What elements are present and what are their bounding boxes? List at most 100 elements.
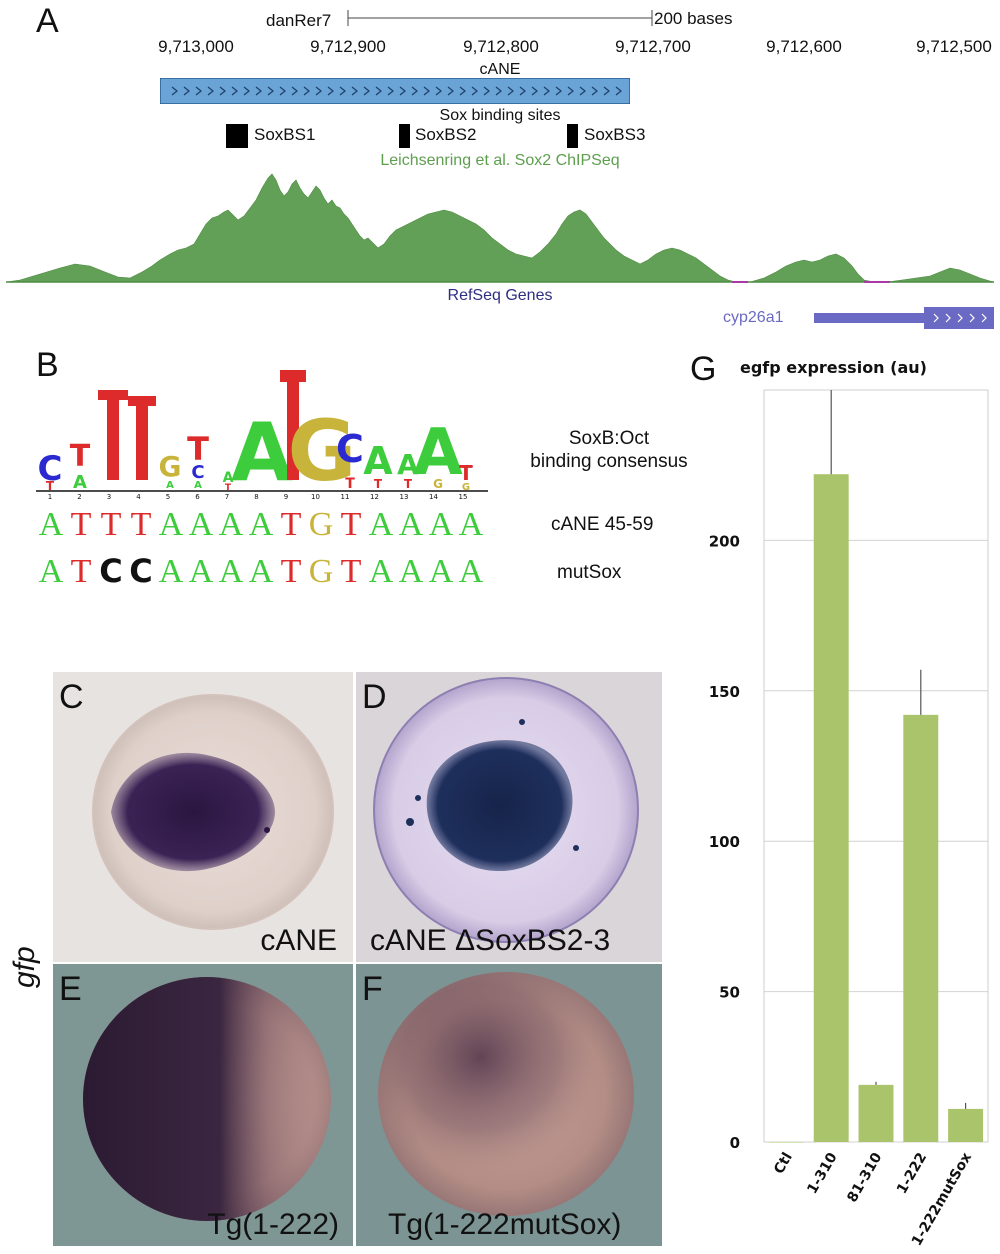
sequence-logo: C T T A G A T C A A T A G C T A T A T	[36, 370, 488, 500]
svg-text:T: T	[46, 479, 55, 493]
sequence-base: A	[38, 506, 64, 543]
sequence-base: A	[428, 553, 454, 590]
sequence-base: C	[129, 552, 153, 590]
sequence-base: A	[428, 506, 454, 543]
logo-position-label: 11	[341, 493, 350, 500]
consensus-label-line1: SoxB:Oct	[568, 428, 650, 449]
sequence-base: T	[130, 506, 152, 543]
svg-text:G: G	[462, 482, 470, 493]
photo-panel-f: Tg(1-222mutSox) F	[356, 964, 662, 1246]
coordinate-label: 9,712,800	[463, 37, 539, 56]
svg-text:A: A	[73, 472, 87, 493]
sox-track-title: Sox binding sites	[439, 107, 561, 124]
sequence-base: T	[70, 506, 92, 543]
bar	[948, 1108, 984, 1142]
x-tick-label: 81-310	[844, 1150, 885, 1205]
sequence-base: G	[308, 553, 334, 590]
sequence-base: A	[398, 506, 424, 543]
panel-letter-b: B	[36, 346, 59, 384]
logo-position-label: 5	[166, 493, 170, 500]
sequence-base: G	[308, 506, 334, 543]
sequence-base: T	[70, 553, 92, 590]
panel-letter-e: E	[59, 970, 82, 1008]
logo-position-label: 14	[429, 493, 438, 500]
sequence-base: A	[188, 553, 214, 590]
bar	[858, 1084, 894, 1142]
caption-f: Tg(1-222mutSox)	[388, 1208, 622, 1241]
svg-text:G: G	[159, 450, 182, 483]
cane-label: cANE	[479, 61, 521, 78]
sequence-base: A	[368, 506, 394, 543]
sequence-base: A	[368, 553, 394, 590]
sequence-base: A	[458, 553, 484, 590]
plot-frame	[763, 389, 989, 1143]
logo-position-label: 4	[136, 493, 141, 500]
scale-label: 200 bases	[654, 9, 733, 28]
caption-c: cANE	[260, 924, 337, 957]
photo-panel-e: Tg(1-222) E	[53, 964, 353, 1246]
panel-letter-d: D	[362, 678, 387, 716]
panel-letter-c: C	[59, 678, 84, 716]
gene-model-cyp26a1	[814, 307, 994, 329]
svg-text:C: C	[191, 462, 204, 483]
x-tick-label: 1-310	[804, 1150, 840, 1197]
sequence-base: T	[340, 553, 362, 590]
chipseq-signal	[5, 173, 995, 283]
logo-position-label: 7	[225, 493, 229, 500]
y-tick-label: 0	[730, 1134, 740, 1152]
gene-name-label: cyp26a1	[723, 309, 784, 326]
sequence-base: A	[218, 506, 244, 543]
svg-text:A: A	[194, 480, 202, 491]
scale-bar	[347, 10, 653, 26]
y-tick-label: 50	[719, 984, 740, 1002]
sequence-base: T	[280, 506, 302, 543]
svg-text:C: C	[38, 449, 63, 489]
sequence-base: A	[188, 506, 214, 543]
sequence-base: T	[280, 553, 302, 590]
bar	[813, 474, 849, 1142]
sequence-base: A	[38, 553, 64, 590]
logo-position-label: 10	[311, 493, 320, 500]
svg-text:A: A	[166, 480, 174, 491]
embryo-image-d	[373, 677, 639, 943]
consensus-label: SoxB:Oct binding consensus	[521, 428, 697, 474]
sequence-base: A	[218, 553, 244, 590]
sequence-base: A	[248, 553, 274, 590]
embryo-image-e	[83, 977, 331, 1221]
soxbs3-label: SoxBS3	[584, 125, 646, 144]
bar	[903, 714, 939, 1142]
sequence-base: T	[340, 506, 362, 543]
coordinate-label: 9,712,600	[766, 37, 842, 56]
svg-text:T: T	[459, 461, 473, 485]
logo-position-label: 1	[48, 493, 52, 500]
sequence-base: A	[398, 553, 424, 590]
svg-text:T: T	[374, 477, 383, 491]
caption-e: Tg(1-222)	[207, 1208, 339, 1241]
logo-position-label: 13	[400, 493, 409, 500]
sequence-base: A	[248, 506, 274, 543]
cane-sequence-label: cANE 45-59	[551, 514, 654, 535]
soxbs3-marker	[567, 124, 578, 148]
y-tick-label: 100	[709, 833, 740, 851]
svg-text:T: T	[345, 476, 355, 492]
svg-text:A: A	[413, 416, 463, 490]
chipseq-track-title: Leichsenring et al. Sox2 ChIPSeq	[380, 152, 620, 169]
chart-title: egfp expression (au)	[740, 358, 927, 377]
logo-position-label: 3	[107, 493, 111, 500]
y-tick-label: 150	[709, 683, 740, 701]
logo-position-label: 9	[284, 493, 288, 500]
svg-text:A: A	[223, 470, 234, 486]
logo-position-label: 2	[77, 493, 81, 500]
x-tick-label: Ctl	[771, 1150, 796, 1177]
soxbs2-marker	[399, 124, 410, 148]
coordinate-label: 9,712,700	[615, 37, 691, 56]
soxbs1-marker	[226, 124, 248, 148]
svg-text:T: T	[225, 483, 232, 493]
refseq-track-title: RefSeq Genes	[447, 287, 553, 304]
svg-text:C: C	[336, 427, 364, 471]
cane-feature-bar	[160, 78, 630, 104]
svg-text:G: G	[433, 477, 443, 491]
svg-text:A: A	[231, 406, 293, 499]
panel-letter-f: F	[362, 970, 383, 1008]
